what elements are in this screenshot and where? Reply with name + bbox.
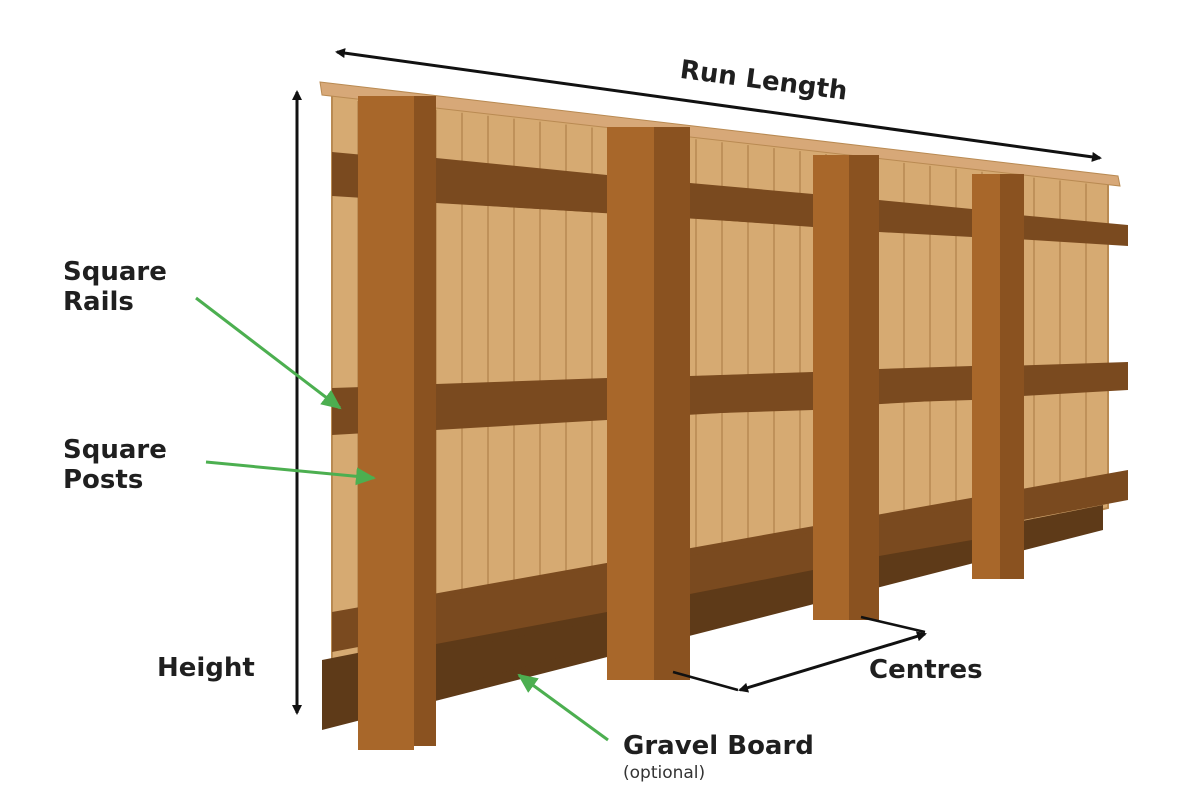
gravel-board — [322, 505, 1103, 730]
post-4 — [972, 174, 1024, 579]
square-rails-label: Square Rails — [63, 257, 167, 318]
centres-arrow — [738, 631, 927, 693]
centres-label: Centres — [869, 655, 983, 685]
square-rails-line1: Square — [63, 257, 167, 287]
post-2 — [607, 127, 690, 680]
square-rails-line2: Rails — [63, 286, 134, 317]
square-posts-label: Square Posts — [63, 435, 167, 496]
gravel-board-note: (optional) — [623, 763, 706, 783]
gravel-board-label: Gravel Board — [623, 731, 814, 761]
square-posts-line2: Posts — [63, 464, 144, 495]
square-posts-pointer — [205, 460, 376, 486]
square-posts-line1: Square — [63, 435, 167, 465]
posts — [358, 96, 1024, 750]
front-rails — [436, 158, 972, 690]
square-rails-pointer — [195, 296, 342, 410]
height-label: Height — [157, 653, 255, 683]
centres-dimension — [672, 615, 927, 693]
gravel-board-pointer — [517, 673, 609, 742]
post-3 — [813, 155, 879, 620]
post-1 — [358, 96, 436, 750]
run-length-arrow — [335, 48, 1102, 162]
